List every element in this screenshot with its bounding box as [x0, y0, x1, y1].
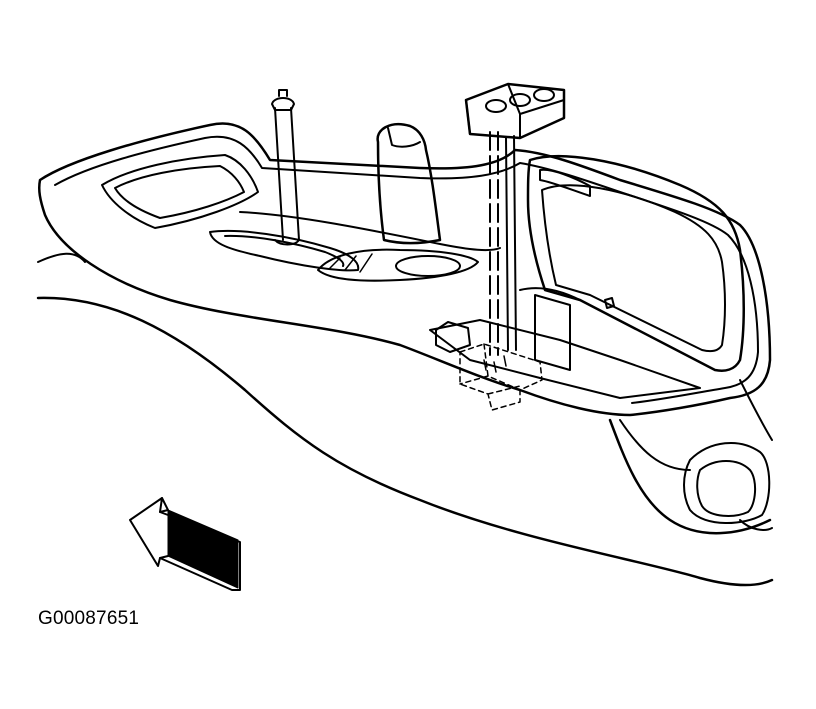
- console-pocket-outer: [684, 443, 769, 523]
- exploded-guide-line: [490, 132, 498, 355]
- connector-pins: [484, 356, 506, 372]
- rear-compartment-opening: [542, 185, 725, 351]
- shift-lever-cap: [272, 98, 294, 110]
- brake-handle-grip: [388, 128, 420, 147]
- rear-compartment-floor: [430, 320, 700, 398]
- shift-lever-tip: [279, 90, 287, 96]
- cupholder-ribs: [330, 254, 372, 272]
- brake-handle: [378, 124, 440, 243]
- switch-bank-face: [466, 84, 564, 138]
- cupholder-round: [396, 256, 460, 276]
- console-lower-contour: [620, 420, 690, 470]
- front-storage-bin-inner: [115, 166, 244, 218]
- front-direction-arrow-icon: [130, 498, 240, 590]
- rear-latch: [605, 298, 614, 308]
- rear-bracket: [436, 322, 470, 352]
- floor-contour-lower: [38, 298, 772, 585]
- rear-compartment-edge: [520, 288, 580, 300]
- console-top-rim: [55, 137, 758, 403]
- console-top-outline: [39, 123, 770, 415]
- cupholder-tray: [318, 250, 478, 281]
- console-pocket-inner: [697, 461, 755, 516]
- shifter-gate-slot: [210, 231, 358, 270]
- shift-lever-rod: [275, 108, 299, 240]
- switch-bank-body: [466, 84, 564, 138]
- hidden-connector-outline: [460, 344, 542, 410]
- shifter-gate-slot-inner: [225, 236, 343, 266]
- console-base-edge: [740, 520, 772, 530]
- shift-lever-base: [275, 240, 299, 245]
- front-storage-bin: [102, 155, 258, 228]
- switch-hole-2: [510, 94, 530, 106]
- console-center-trim: [240, 212, 500, 250]
- figure-id-label: G00087651: [38, 608, 140, 629]
- switch-bank-stem: [506, 136, 516, 350]
- switch-hole-3: [534, 89, 554, 101]
- rear-compartment-slot: [540, 170, 590, 196]
- rear-compartment-outline: [528, 156, 744, 371]
- switch-hole-1: [486, 100, 506, 112]
- console-lower-body: [610, 420, 770, 533]
- rear-compartment-wall: [535, 295, 570, 370]
- console-lower-side: [740, 380, 772, 440]
